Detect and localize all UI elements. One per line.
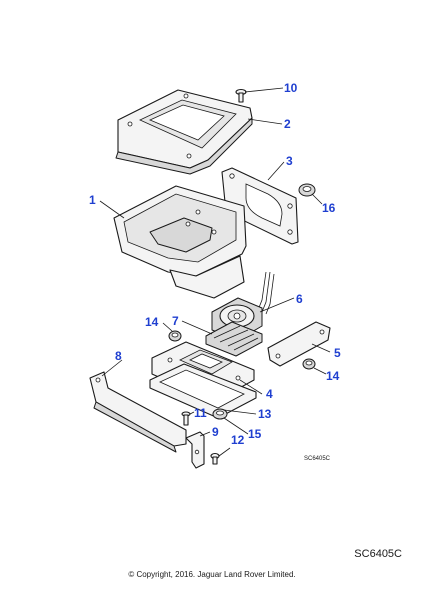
callout-4: 4 — [266, 387, 273, 401]
callout-3: 3 — [286, 154, 293, 168]
part-12-screw — [210, 452, 220, 465]
callout-14-left: 14 — [145, 315, 159, 329]
diagram-ref-small: SC6405C — [304, 456, 331, 462]
callout-10: 10 — [284, 81, 298, 95]
callout-labels: 10 2 3 1 16 6 7 14 5 14 8 4 11 13 9 15 1… — [89, 81, 341, 447]
leader-lines — [99, 87, 331, 457]
part-10-screw — [235, 88, 247, 103]
part-14-grommet-right — [302, 358, 316, 370]
part-14-grommet-left — [168, 330, 182, 342]
part-1-housing — [113, 185, 247, 299]
callout-13: 13 — [258, 407, 272, 421]
part-7-filter — [205, 321, 263, 357]
part-2-lid — [115, 89, 253, 175]
diagram-reference-code: SC6405C — [354, 548, 402, 560]
callout-11: 11 — [194, 406, 207, 420]
callout-15: 15 — [248, 427, 262, 441]
callout-12: 12 — [231, 433, 245, 447]
callout-7: 7 — [172, 314, 179, 328]
part-3-bracket-plate — [221, 167, 299, 245]
part-16-grommet — [298, 183, 316, 197]
callout-5: 5 — [334, 346, 341, 360]
callout-8: 8 — [115, 349, 122, 363]
part-5-bracket — [267, 321, 331, 367]
callout-16: 16 — [322, 201, 336, 215]
part-13-gasket — [149, 363, 257, 419]
part-15-grommet — [212, 408, 228, 420]
callout-14-right: 14 — [326, 369, 340, 383]
callout-1: 1 — [89, 193, 96, 207]
copyright-notice: © Copyright, 2016. Jaguar Land Rover Lim… — [128, 570, 296, 579]
part-11-screw — [181, 411, 191, 426]
callout-6: 6 — [296, 292, 303, 306]
callout-9: 9 — [212, 425, 219, 439]
callout-2: 2 — [284, 117, 291, 131]
part-9-small-bracket — [185, 431, 205, 469]
part-8-long-bracket — [89, 371, 187, 453]
